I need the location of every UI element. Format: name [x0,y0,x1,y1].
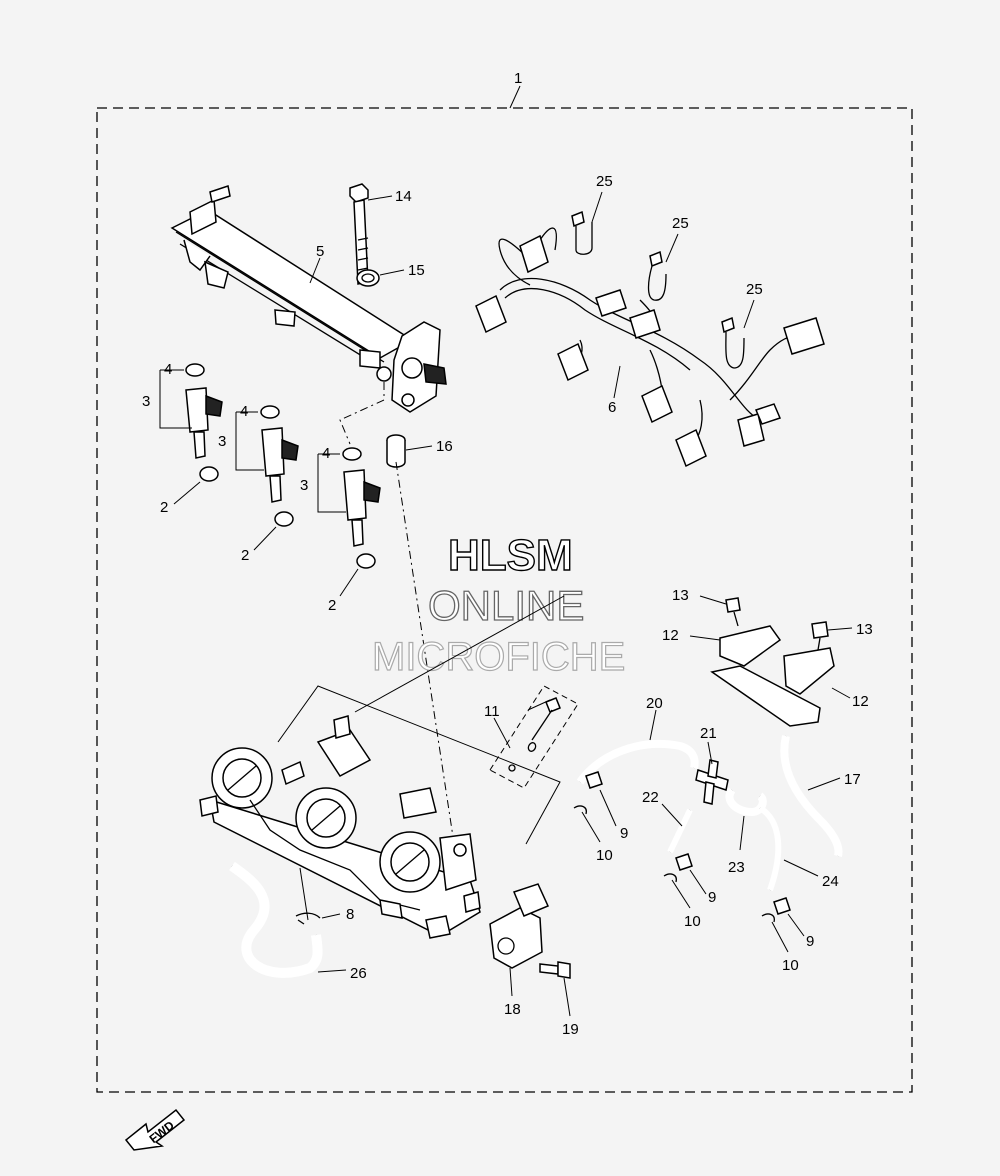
callout-18[interactable]: 18 [504,1001,521,1018]
callout-4b[interactable]: 4 [240,403,248,420]
callout-19[interactable]: 19 [562,1021,579,1038]
callout-5[interactable]: 5 [316,243,324,260]
clip-10b[interactable] [663,873,677,883]
callout-20[interactable]: 20 [646,695,663,712]
hose-23[interactable] [725,787,767,817]
clip-25b[interactable] [647,250,667,301]
joint-21[interactable] [695,759,729,805]
callout-9b[interactable]: 9 [708,889,716,906]
throttle-bodies[interactable] [199,715,481,939]
callout-25c[interactable]: 25 [746,281,763,298]
assembly-boundary [96,107,913,1093]
bolt-13a[interactable] [725,597,741,627]
cap-9c[interactable] [773,897,791,915]
watermark-line1: HLSM [448,531,573,580]
callout-9a[interactable]: 9 [620,825,628,842]
hose-24[interactable] [758,805,782,891]
callout-3a[interactable]: 3 [142,393,150,410]
callout-8[interactable]: 8 [346,906,354,923]
hose-17[interactable] [780,735,843,857]
callout-6[interactable]: 6 [608,399,616,416]
bracket-12[interactable] [710,625,835,727]
injector-a[interactable] [185,363,223,482]
callout-3c[interactable]: 3 [300,477,308,494]
fwd-arrow-icon: FWD [124,1108,186,1151]
callout-14[interactable]: 14 [395,188,412,205]
callout-13a[interactable]: 13 [672,587,689,604]
wire-harness[interactable] [475,227,825,468]
screw-kit-11[interactable] [489,685,579,789]
callout-2a[interactable]: 2 [160,499,168,516]
callout-12a[interactable]: 12 [662,627,679,644]
hose-26[interactable] [229,861,323,978]
callout-10a[interactable]: 10 [596,847,613,864]
fuel-rail[interactable] [170,185,447,413]
callout-25b[interactable]: 25 [672,215,689,232]
callout-13b[interactable]: 13 [856,621,873,638]
callout-3b[interactable]: 3 [218,433,226,450]
callout-1[interactable]: 1 [514,70,522,87]
throttle-position-sensor-18[interactable] [489,883,550,997]
washer-15[interactable] [356,269,380,287]
callout-24[interactable]: 24 [822,873,839,890]
callout-2c[interactable]: 2 [328,597,336,614]
callout-26[interactable]: 26 [350,965,367,982]
clip-25c[interactable] [721,316,745,369]
hose-20[interactable] [576,739,699,785]
callout-23[interactable]: 23 [728,859,745,876]
injector-b[interactable] [260,405,299,527]
callout-4c[interactable]: 4 [322,445,330,462]
cap-9a[interactable] [585,771,603,789]
clip-25a[interactable] [571,210,593,255]
callout-17[interactable]: 17 [844,771,861,788]
hose-22[interactable] [667,808,693,854]
clip-10a[interactable] [573,805,587,815]
callout-21[interactable]: 21 [700,725,717,742]
clip-10c[interactable] [761,913,775,923]
collar-16[interactable] [386,434,406,468]
bolt-13b[interactable] [811,621,829,651]
watermark-line2: ONLINE [428,582,584,629]
callout-25a[interactable]: 25 [596,173,613,190]
callout-10b[interactable]: 10 [684,913,701,930]
callout-10c[interactable]: 10 [782,957,799,974]
screw-19[interactable] [539,961,571,979]
callout-12b[interactable]: 12 [852,693,869,710]
bolt-14[interactable] [349,183,369,285]
watermark-line3: MICROFICHE [372,635,625,679]
callout-9c[interactable]: 9 [806,933,814,950]
callout-2b[interactable]: 2 [241,547,249,564]
clip-8[interactable] [295,912,321,925]
callout-15[interactable]: 15 [408,262,425,279]
cap-9b[interactable] [675,853,693,871]
callout-11[interactable]: 11 [484,703,500,720]
callout-16[interactable]: 16 [436,438,453,455]
injector-c[interactable] [342,447,381,569]
callout-4a[interactable]: 4 [164,361,172,378]
callout-22[interactable]: 22 [642,789,659,806]
